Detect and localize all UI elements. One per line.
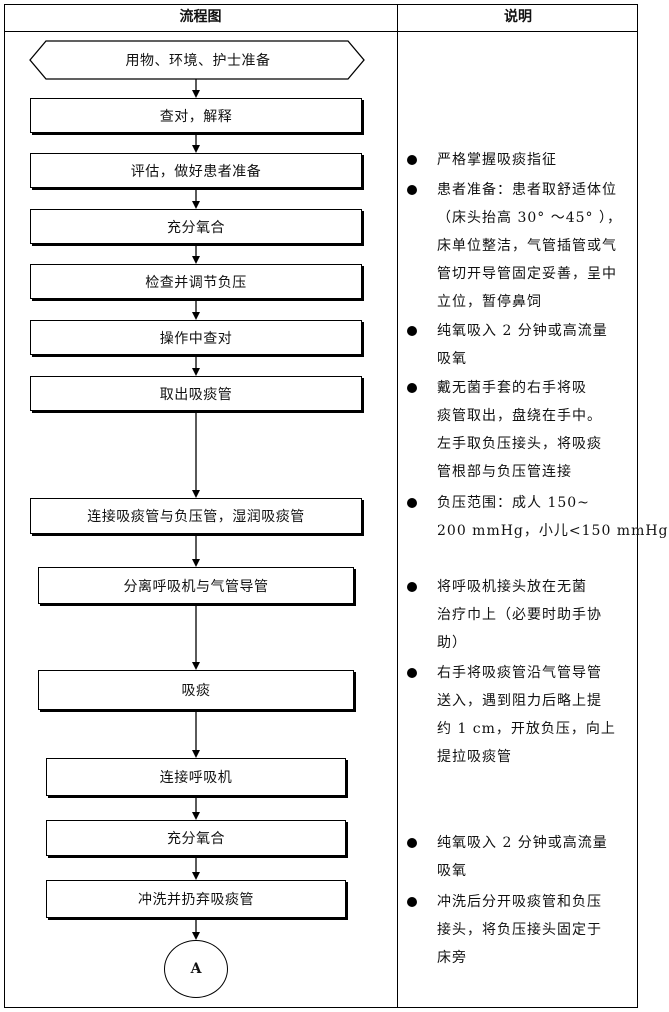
note-line: 立位，暂停鼻饲 (437, 294, 542, 310)
flow-arrow (192, 135, 200, 153)
note-item: 严格掌握吸痰指征 (404, 146, 632, 174)
note-line: 痰管取出，盘绕在手中。 (437, 408, 602, 424)
note-item: 负压范围：成人 150~ 200 mmHg，小儿<150 mmHg (404, 489, 669, 545)
bullet-icon (407, 155, 417, 165)
note-line: 提拉吸痰管 (437, 749, 512, 765)
bullet-icon (407, 498, 417, 508)
flow-start-label: 用物、环境、护士准备 (125, 53, 271, 69)
flow-arrow (192, 536, 200, 567)
note-line: 吸氧 (437, 863, 467, 879)
table-frame (4, 4, 638, 1008)
note-line: 助） (437, 635, 467, 651)
note-line: 右手将吸痰管沿气管导管 (437, 665, 602, 681)
flow-arrow (192, 858, 200, 880)
flow-arrow (192, 79, 200, 98)
flow-step-suction: 吸痰 (38, 670, 354, 710)
note-line: 200 mmHg，小儿<150 mmHg (437, 523, 669, 539)
flow-connector-a: A (164, 940, 228, 998)
bullet-icon (407, 582, 417, 592)
column-divider (397, 4, 398, 1008)
note-item: 冲洗后分开吸痰管和负压 接头，将负压接头固定于 床旁 (404, 888, 632, 972)
note-line: 左手取负压接头，将吸痰 (437, 436, 602, 452)
note-line: 患者准备：患者取舒适体位 (437, 182, 617, 198)
flow-step-adjust-suction: 检查并调节负压 (30, 264, 362, 299)
flow-start-preparation: 用物、环境、护士准备 (28, 40, 368, 82)
note-line: 床单位整洁，气管插管或气 (437, 238, 617, 254)
flow-arrow (192, 246, 200, 264)
note-item: 纯氧吸入 2 分钟或高流量 吸氧 (404, 829, 632, 885)
note-item: 将呼吸机接头放在无菌 治疗巾上（必要时助手协 助） (404, 573, 632, 657)
note-line: 约 1 cm，开放负压，向上 (437, 721, 616, 737)
note-line: 冲洗后分开吸痰管和负压 (437, 894, 602, 910)
note-line: 管切开导管固定妥善，呈中 (437, 266, 617, 282)
note-line: 将呼吸机接头放在无菌 (437, 579, 587, 595)
flow-arrow (192, 798, 200, 820)
bullet-icon (407, 897, 417, 907)
flow-step-verify-explain: 查对，解释 (30, 98, 362, 133)
note-line: 吸氧 (437, 351, 467, 367)
flow-step-oxygenate: 充分氧合 (30, 209, 362, 244)
flow-arrow (192, 920, 200, 940)
note-line: 送入，遇到阻力后略上提 (437, 693, 602, 709)
bullet-icon (407, 383, 417, 393)
flow-arrow (192, 301, 200, 320)
hexagon-shape (29, 40, 365, 80)
bullet-icon (407, 185, 417, 195)
flow-step-flush-discard: 冲洗并扔弃吸痰管 (46, 880, 346, 918)
bullet-icon (407, 838, 417, 848)
note-item: 右手将吸痰管沿气管导管 送入，遇到阻力后略上提 约 1 cm，开放负压，向上 提… (404, 659, 632, 771)
note-line: 床旁 (437, 950, 467, 966)
flow-step-disconnect-ventilator: 分离呼吸机与气管导管 (38, 567, 354, 604)
note-line: 戴无菌手套的右手将吸 (437, 380, 587, 396)
flow-arrow (192, 190, 200, 209)
bullet-icon (407, 326, 417, 336)
note-line: 管根部与负压管连接 (437, 464, 572, 480)
note-line: 负压范围：成人 150~ (437, 495, 590, 511)
flow-step-take-catheter: 取出吸痰管 (30, 376, 362, 411)
flowchart-column-header: 流程图 (179, 9, 222, 25)
note-line: 纯氧吸入 2 分钟或高流量 (437, 835, 608, 851)
bullet-icon (407, 668, 417, 678)
note-item: 患者准备：患者取舒适体位 （床头抬高 30° ～45° ）， 床单位整洁，气管插… (404, 176, 632, 316)
flow-step-intraop-check: 操作中查对 (30, 320, 362, 355)
flow-arrow (192, 712, 200, 758)
flow-step-reconnect-ventilator: 连接呼吸机 (46, 758, 346, 796)
flow-step-connect-catheter: 连接吸痰管与负压管，湿润吸痰管 (30, 498, 362, 534)
note-line: 严格掌握吸痰指征 (437, 152, 557, 168)
flow-arrow (192, 606, 200, 670)
flow-arrows (192, 79, 200, 940)
note-line: 治疗巾上（必要时助手协 (437, 607, 602, 623)
flow-arrow (192, 357, 200, 376)
note-item: 纯氧吸入 2 分钟或高流量 吸氧 (404, 317, 632, 373)
note-item: 戴无菌手套的右手将吸 痰管取出，盘绕在手中。 左手取负压接头，将吸痰 管根部与负… (404, 374, 632, 486)
flow-step-assess-prepare: 评估，做好患者准备 (30, 153, 362, 188)
note-line: 纯氧吸入 2 分钟或高流量 (437, 323, 608, 339)
note-line: 接头，将负压接头固定于 (437, 922, 602, 938)
flow-step-oxygenate-again: 充分氧合 (46, 820, 346, 856)
notes-column-header: 说明 (504, 9, 532, 25)
header-divider (4, 31, 638, 32)
note-line: （床头抬高 30° ～45° ）， (437, 210, 622, 226)
flow-arrow (192, 413, 200, 498)
